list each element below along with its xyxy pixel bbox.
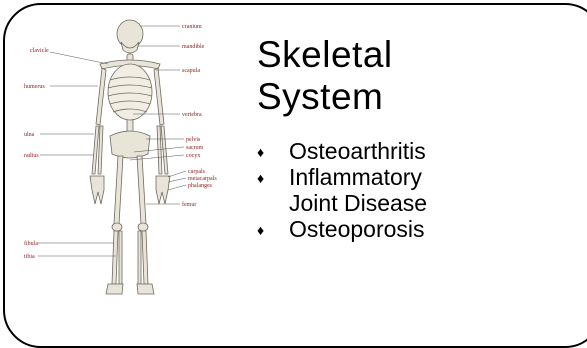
skeleton-illustration: cranium mandible clavicle scapula humeru… — [22, 14, 240, 304]
bullet-list: ♦ Osteoarthritis ♦ Inflammatory Joint Di… — [257, 138, 427, 242]
label-coccyx: cocyx — [186, 153, 200, 159]
bullet-text: Inflammatory — [289, 164, 427, 190]
label-carpals: carpals — [188, 169, 206, 175]
diamond-bullet-icon: ♦ — [257, 217, 264, 243]
bullet-text: Osteoarthritis — [289, 138, 426, 164]
slide-title: Skeletal System — [257, 34, 393, 118]
label-vertebra: vertebra — [182, 112, 202, 118]
pelvis-shape — [110, 131, 150, 158]
title-line-2: System — [257, 76, 393, 118]
label-ulna: ulna — [24, 132, 35, 138]
bullet-text: Osteoporosis — [289, 216, 425, 242]
label-tibia: tibia — [24, 254, 35, 260]
label-metacarpals: metacarpals — [188, 176, 217, 182]
label-pelvis: pelvis — [186, 137, 201, 143]
diamond-bullet-icon: ♦ — [257, 139, 264, 165]
label-sacrum: sacrum — [186, 145, 204, 151]
label-femur: femur — [182, 201, 196, 208]
label-humerus: humerus — [24, 84, 45, 90]
label-fibula: fibula — [24, 240, 38, 247]
diamond-bullet-icon: ♦ — [257, 165, 264, 191]
label-cranium: cranium — [182, 24, 202, 30]
title-line-1: Skeletal — [257, 34, 393, 76]
skeleton-diagram: cranium mandible clavicle scapula humeru… — [22, 14, 240, 304]
bullet-item-osteoarthritis: ♦ Osteoarthritis — [257, 138, 427, 164]
bullet-item-osteoporosis: ♦ Osteoporosis — [257, 216, 427, 242]
skull-shape — [117, 20, 143, 48]
bullet-text-continuation: Joint Disease — [289, 190, 427, 216]
bullet-item-inflammatory-joint-disease: ♦ Inflammatory Joint Disease — [257, 164, 427, 216]
label-phalanges: phalanges — [188, 183, 213, 189]
label-radius: radius — [24, 153, 39, 159]
label-mandible: mandible — [182, 44, 205, 50]
label-scapula: scapula — [182, 68, 200, 74]
label-clavicle: clavicle — [30, 48, 49, 54]
